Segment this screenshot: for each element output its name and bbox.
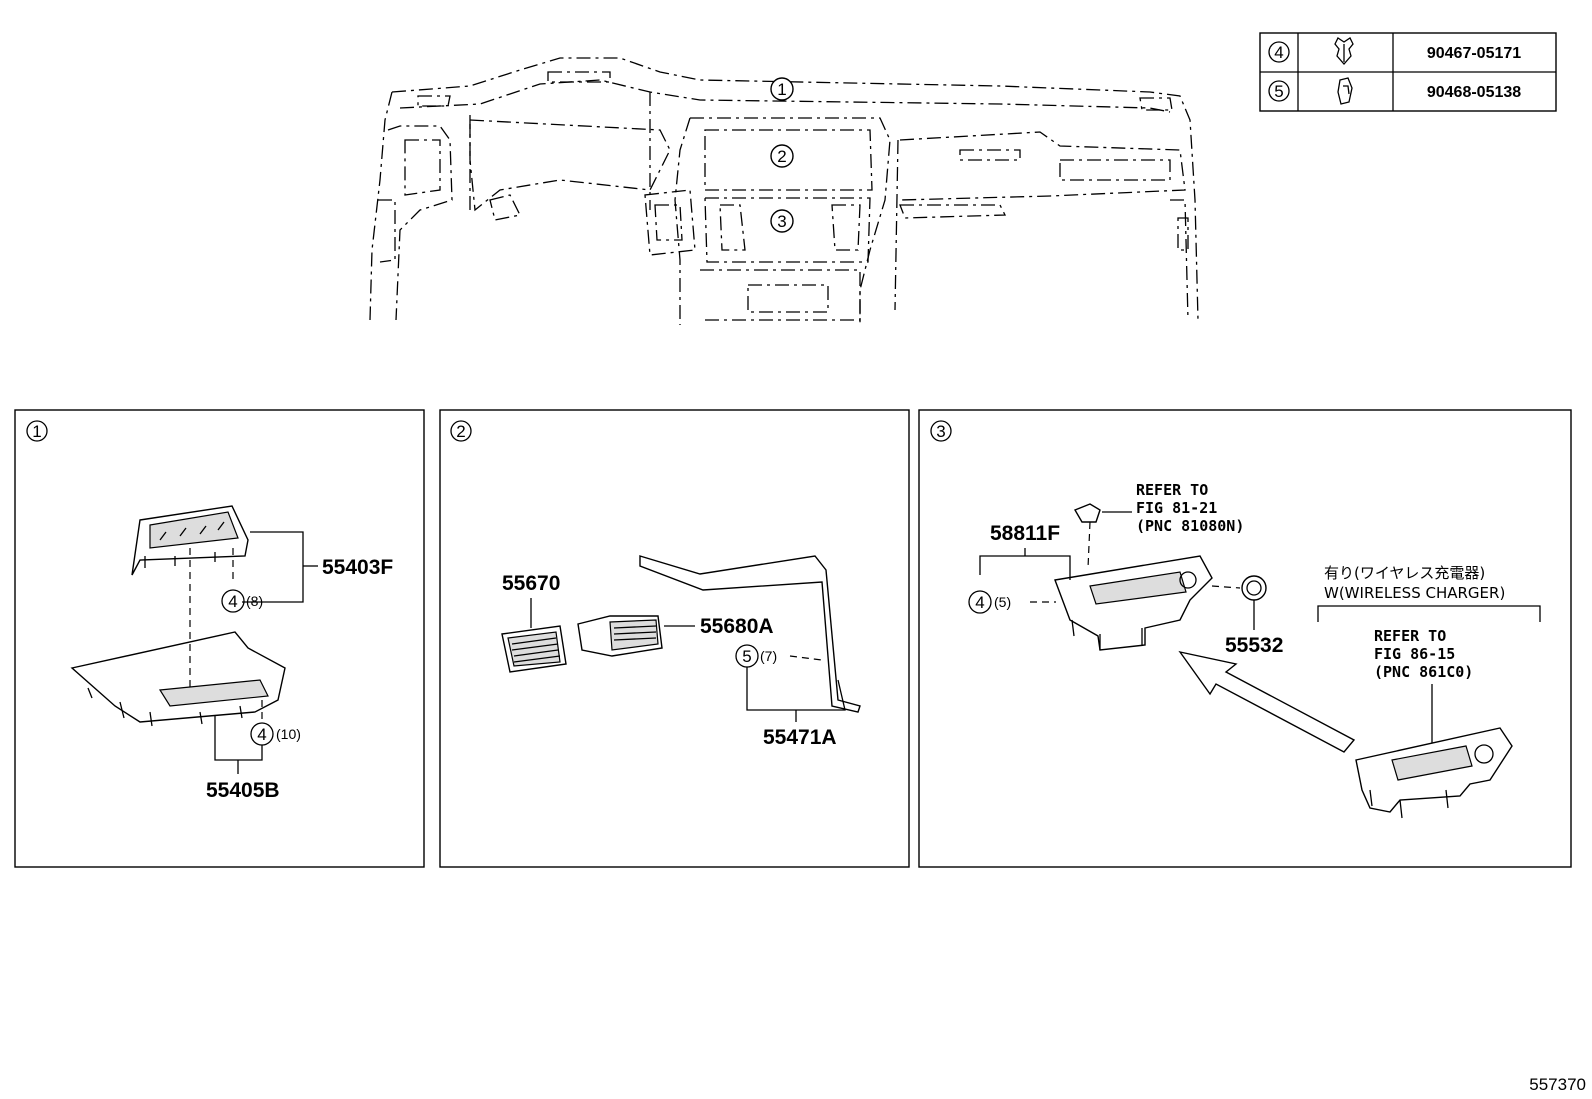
fastener-ref-callout: 4: [257, 725, 266, 744]
fastener-callout: 4: [1274, 43, 1283, 62]
svg-text:2: 2: [777, 147, 786, 166]
console-tray-part: [1054, 555, 1213, 651]
detail-panel-2: 2 55670 55680A 5 (7) 55471A: [439, 409, 910, 868]
part-label-55403F: 55403F: [322, 556, 393, 579]
switch-knob-part: [1073, 503, 1101, 523]
option-label-en: W(WIRELESS CHARGER): [1324, 584, 1505, 602]
instrument-panel-overview: 1 2 3: [369, 57, 1199, 325]
svg-text:1: 1: [777, 80, 786, 99]
knob-55532-part: [1241, 575, 1267, 601]
lower-bezel-part: [70, 631, 286, 727]
overview-callout-3: 3: [770, 209, 794, 233]
detail-panel-3: 3 REFER TO FIG 81-21 (PNC 81080N) 58811F…: [918, 409, 1572, 868]
fastener-ref-callout: 4: [975, 593, 984, 612]
part-label-55670: 55670: [502, 572, 560, 595]
air-vent-55680A-part: [577, 615, 663, 657]
fastener-callout: 5: [1274, 82, 1283, 101]
fastener-ref-qty: (8): [246, 593, 263, 609]
nut-clip-icon: [1337, 77, 1353, 105]
refer-to-pnc: (PNC 81080N): [1136, 517, 1244, 535]
refer-to-line: REFER TO: [1374, 627, 1446, 645]
fastener-row-4: 4 90467-05171: [1268, 37, 1521, 65]
fastener-part-number: 90468-05138: [1427, 84, 1521, 101]
fastener-table: 4 90467-05171 5 90468-05138: [1259, 32, 1557, 112]
figure-id: 557370: [1529, 1075, 1586, 1094]
fastener-ref-qty: (10): [276, 726, 301, 742]
option-label-jp: 有り(ワイヤレス充電器): [1324, 564, 1485, 582]
part-label-58811F: 58811F: [990, 522, 1060, 545]
part-label-55532: 55532: [1225, 634, 1283, 657]
overview-callout-2: 2: [770, 144, 794, 168]
wireless-charger-tray-part: [1355, 727, 1513, 819]
refer-to-pnc: (PNC 861C0): [1374, 663, 1473, 681]
overview-callout-1: 1: [770, 77, 794, 101]
panel-callout: 1: [32, 422, 41, 441]
replacement-arrow-icon: [1178, 650, 1356, 753]
refer-to-figure: FIG 81-21: [1136, 499, 1217, 517]
part-label-55405B: 55405B: [206, 779, 280, 802]
detail-panel-1: 1 55403F 4 (8) 4 (10) 55405B: [14, 409, 425, 868]
trim-strip-part: [639, 555, 861, 713]
upper-bezel-part: [131, 505, 249, 576]
part-label-55680A: 55680A: [700, 615, 774, 638]
svg-text:3: 3: [777, 212, 786, 231]
clip-icon: [1334, 37, 1354, 65]
fastener-ref-callout: 5: [742, 647, 751, 666]
refer-to-figure: FIG 86-15: [1374, 645, 1455, 663]
refer-to-line: REFER TO: [1136, 481, 1208, 499]
panel-callout: 2: [456, 422, 465, 441]
part-label-55471A: 55471A: [763, 726, 837, 749]
fastener-ref-callout: 4: [228, 592, 237, 611]
fastener-ref-qty: (5): [994, 594, 1011, 610]
fastener-part-number: 90467-05171: [1427, 45, 1521, 62]
fastener-ref-qty: (7): [760, 648, 777, 664]
panel-callout: 3: [936, 422, 945, 441]
fastener-row-5: 5 90468-05138: [1268, 77, 1521, 105]
air-vent-55670-part: [501, 625, 567, 673]
